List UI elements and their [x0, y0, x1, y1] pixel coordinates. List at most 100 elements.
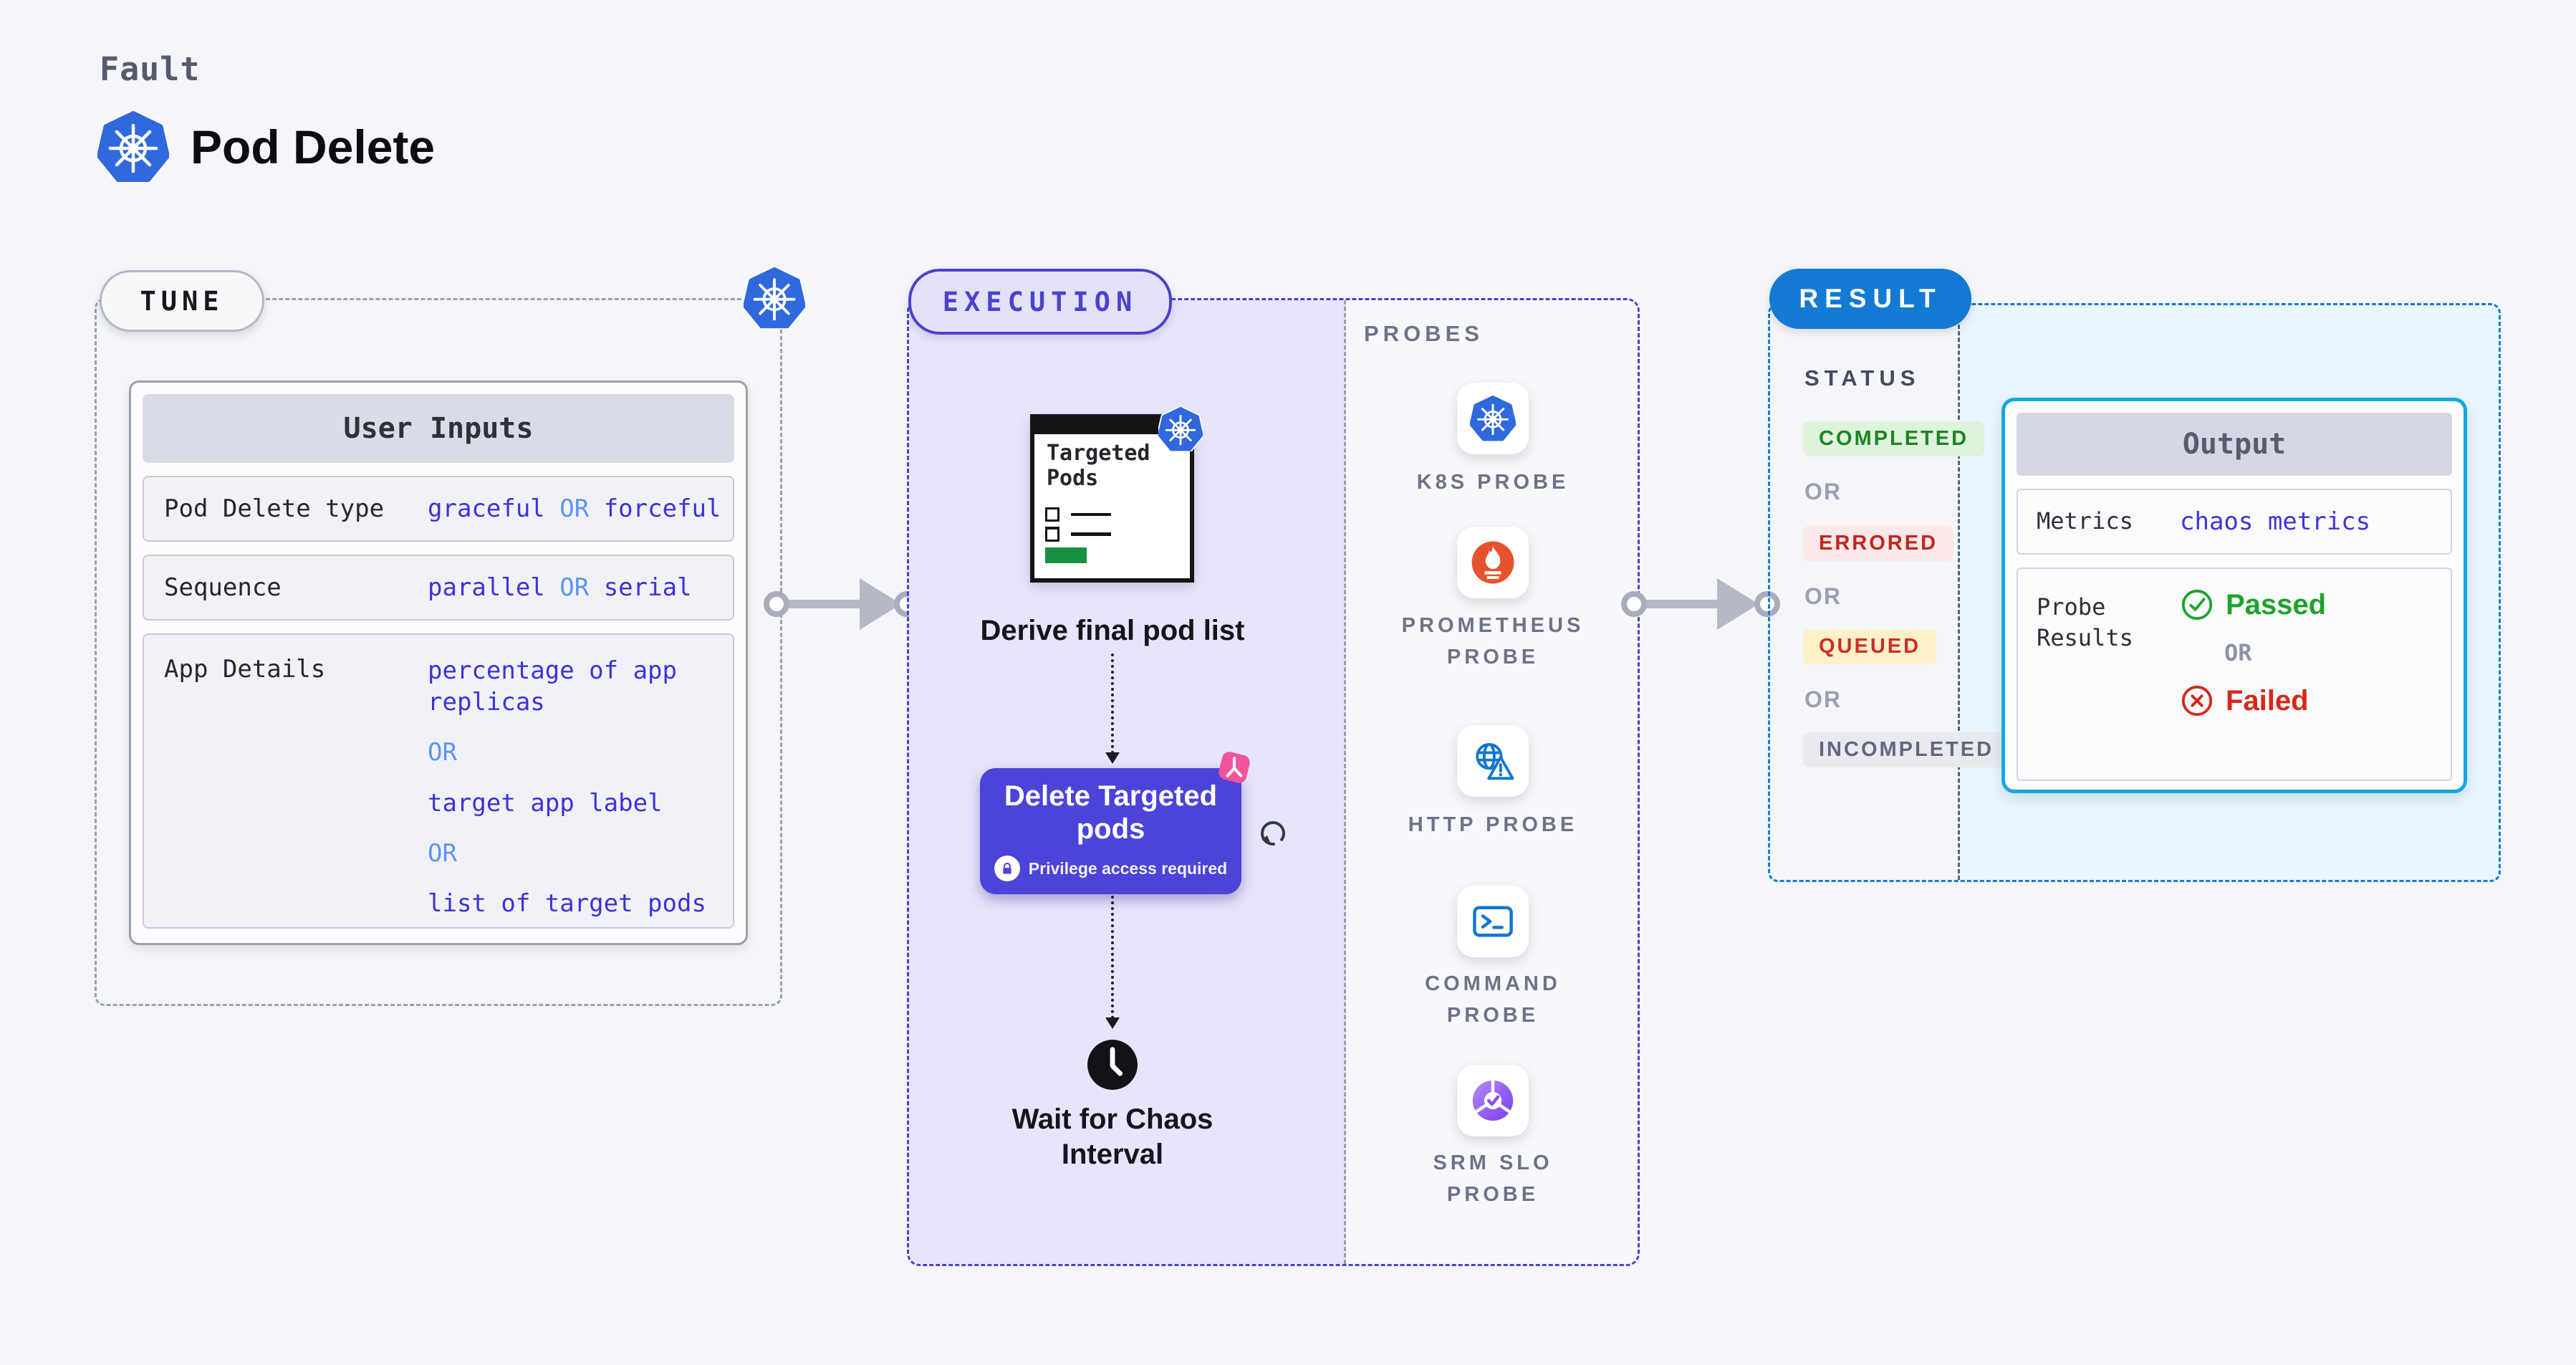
- option-list-of-target-pods: list of target pods: [428, 889, 706, 918]
- status-badge-errored: ERRORED: [1803, 526, 1954, 561]
- probe-label: COMMAND PROBE: [1425, 972, 1561, 1027]
- flow-connector: [1111, 653, 1114, 754]
- input-row-app-details: App Details percentage of app replicas O…: [143, 633, 734, 929]
- list-line: [1071, 513, 1111, 516]
- title-row: Pod Delete: [97, 107, 435, 186]
- probe-label: HTTP PROBE: [1408, 813, 1578, 836]
- connector-dot: [1754, 591, 1780, 617]
- probe-card-srm-slo: [1457, 1065, 1529, 1136]
- metrics-value: chaos metrics: [2180, 507, 2371, 536]
- probes-title: PROBES: [1364, 321, 1484, 346]
- user-inputs-header: User Inputs: [143, 394, 734, 463]
- checklist-item: [1045, 527, 1111, 542]
- card-title-bar: [1034, 418, 1190, 434]
- or-separator: OR: [559, 573, 590, 602]
- checklist-item: [1045, 507, 1111, 522]
- probe-card-command: [1457, 886, 1529, 957]
- status-badge-incompleted: INCOMPLETED: [1803, 732, 2010, 767]
- or-separator: OR: [1804, 686, 1842, 712]
- or-separator: OR: [559, 494, 590, 523]
- x-circle-icon: [2180, 684, 2214, 718]
- tune-badge: TUNE: [100, 270, 264, 332]
- probe-card-http: [1457, 725, 1529, 797]
- execution-badge: EXECUTION: [908, 269, 1172, 335]
- option-serial: serial: [603, 573, 692, 602]
- tune-badge-label: TUNE: [140, 285, 224, 317]
- row-label: App Details: [164, 655, 326, 684]
- flow-connector-arrowhead: [1105, 1017, 1120, 1029]
- globe-warning-icon: [1470, 738, 1516, 784]
- result-badge-label: RESULT: [1799, 284, 1942, 313]
- user-inputs-card: User Inputs Pod Delete type graceful OR …: [129, 380, 748, 945]
- probe-card-prometheus: [1457, 527, 1529, 598]
- result-badge: RESULT: [1769, 269, 1971, 329]
- list-line: [1071, 533, 1111, 536]
- status-badge-queued: QUEUED: [1803, 629, 1937, 664]
- fault-eyebrow: Fault: [100, 50, 201, 88]
- row-value: graceful OR forceful: [428, 493, 721, 525]
- wait-for-chaos-interval-label: Wait for Chaos Interval: [1011, 1103, 1213, 1170]
- execution-to-result-arrow: [1638, 600, 1721, 608]
- option-parallel: parallel: [428, 573, 545, 602]
- targeted-pods-card: Targeted Pods: [1030, 414, 1194, 583]
- targeted-pods-title: Targeted Pods: [1047, 441, 1150, 491]
- output-card: Output Metrics chaos metrics Probe Resul…: [2001, 398, 2467, 793]
- kubernetes-icon: [1158, 407, 1203, 451]
- execution-badge-label: EXECUTION: [942, 286, 1138, 317]
- connector-dot: [764, 591, 789, 617]
- kubernetes-icon: [744, 267, 805, 329]
- probe-results-values: Passed OR Failed: [2180, 569, 2326, 780]
- probe-results-label: Probe Results: [2037, 593, 2133, 652]
- connector-dot: [1621, 591, 1647, 617]
- option-target-app-label: target app label: [428, 788, 663, 818]
- kubernetes-icon: [1470, 396, 1516, 441]
- probe-card-k8s: [1457, 383, 1529, 454]
- derive-final-pod-list-label: Derive final pod list: [980, 615, 1245, 646]
- probe-label: SRM SLO PROBE: [1433, 1151, 1553, 1206]
- status-badge-completed: COMPLETED: [1803, 421, 1985, 456]
- output-header: Output: [2017, 413, 2452, 476]
- failed-label: Failed: [2226, 684, 2309, 717]
- metrics-row: Metrics chaos metrics: [2017, 489, 2452, 555]
- checkbox-icon: [1045, 507, 1059, 522]
- metrics-label: Metrics: [2037, 507, 2133, 535]
- delete-targeted-pods-card: Delete Targeted pods Privilege access re…: [980, 768, 1241, 894]
- terminal-icon: [1470, 899, 1516, 944]
- probe-label: PROMETHEUS PROBE: [1401, 614, 1585, 669]
- green-action-bar: [1045, 547, 1087, 563]
- privilege-note: Privilege access required: [1028, 858, 1228, 878]
- probe-label: K8S PROBE: [1416, 471, 1570, 494]
- row-value: percentage of app replicas OR target app…: [428, 655, 733, 927]
- probe-results-row: Probe Results Passed OR Failed: [2017, 567, 2452, 781]
- page-title: Pod Delete: [191, 120, 436, 173]
- row-label: Sequence: [164, 573, 282, 602]
- prometheus-icon: [1470, 540, 1516, 585]
- passed-line: Passed: [2180, 588, 2326, 622]
- option-graceful: graceful: [428, 494, 545, 523]
- clock-icon: [1085, 1038, 1140, 1092]
- or-separator: OR: [1804, 583, 1842, 609]
- option-percentage-of-app-replicas: percentage of app replicas: [428, 656, 677, 717]
- or-separator: OR: [428, 738, 457, 767]
- flow-connector-arrowhead: [1105, 752, 1120, 764]
- retry-loop-icon: [1255, 815, 1291, 851]
- option-forceful: forceful: [603, 494, 721, 523]
- arrow-head: [1717, 578, 1759, 630]
- or-separator: OR: [2224, 639, 2252, 666]
- tune-to-execution-arrow: [781, 600, 864, 608]
- lock-icon: [994, 856, 1020, 881]
- kubernetes-icon: [97, 111, 169, 183]
- input-row-sequence: Sequence parallel OR serial: [143, 555, 734, 621]
- checkbox-icon: [1045, 527, 1059, 542]
- slo-check-donut-icon: [1470, 1078, 1516, 1124]
- chaos-icon: [1213, 747, 1255, 788]
- passed-label: Passed: [2226, 588, 2327, 621]
- tune-section-box: [95, 298, 782, 1006]
- row-value: parallel OR serial: [428, 572, 692, 603]
- privilege-note-row: Privilege access required: [980, 856, 1241, 881]
- or-separator: OR: [1804, 479, 1842, 504]
- delete-card-title: Delete Targeted pods: [1004, 780, 1218, 845]
- row-label: Pod Delete type: [164, 494, 385, 523]
- status-title: STATUS: [1804, 365, 1921, 391]
